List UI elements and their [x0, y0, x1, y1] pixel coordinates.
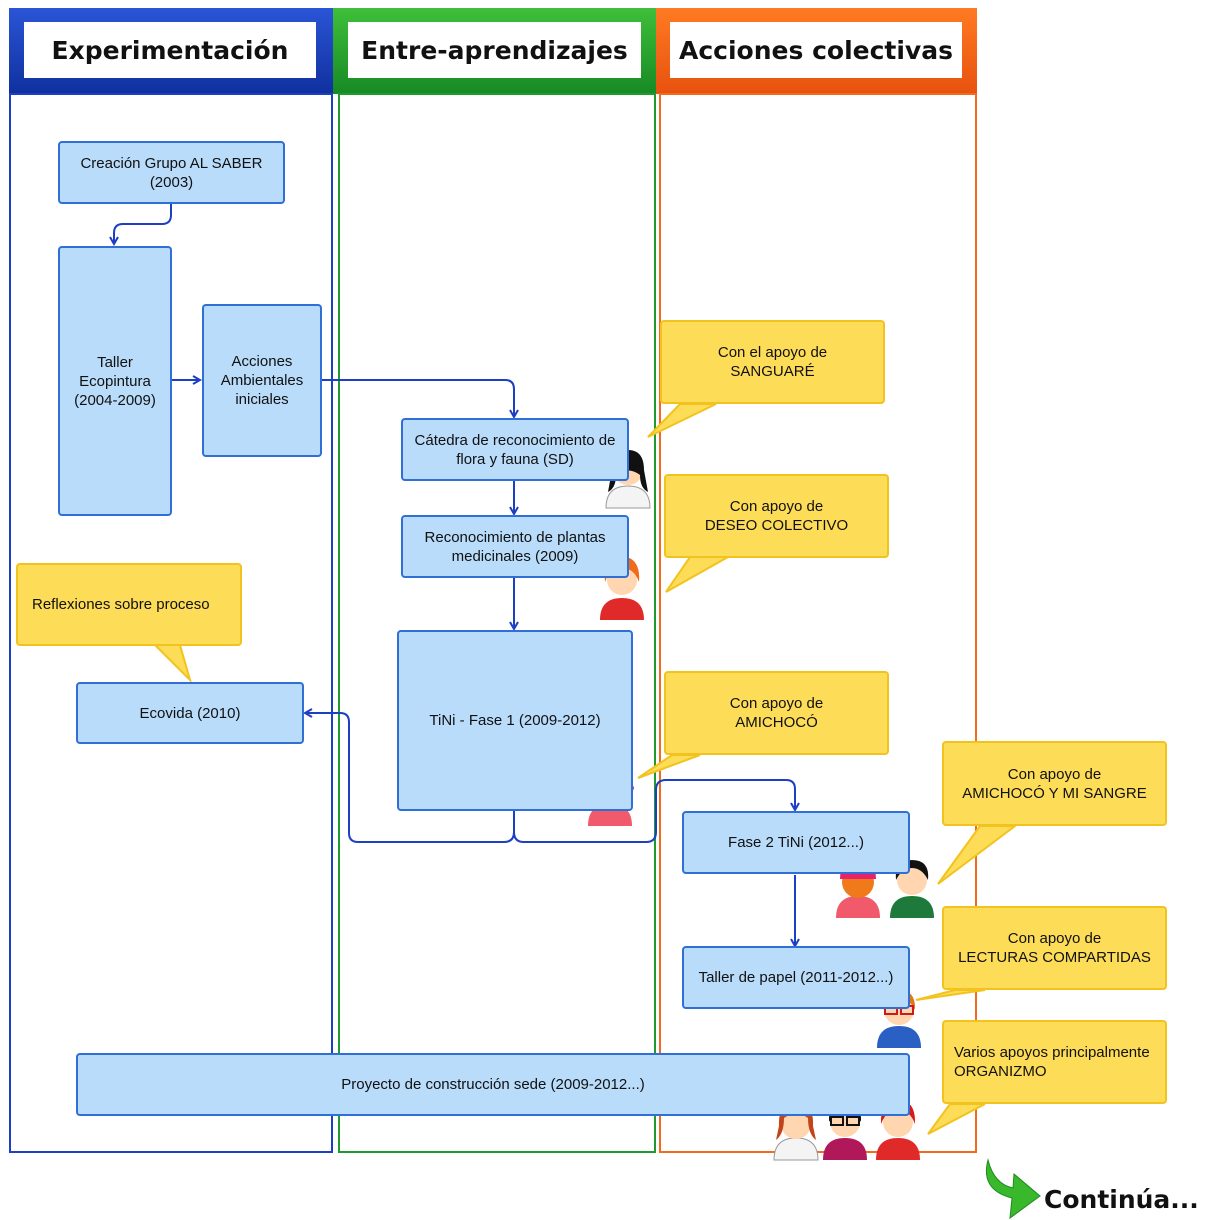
tail-sanguare	[647, 403, 717, 438]
box-taller-ecopintura-text: Taller Ecopintura (2004-2009)	[74, 353, 156, 409]
connector-acciones-catedra	[322, 379, 514, 417]
box-taller-papel-text: Taller de papel (2011-2012...)	[698, 969, 894, 986]
note-amichoco-mi-sangre-text: Con apoyo de AMICHOCÓ Y MI SANGRE	[962, 765, 1147, 802]
box-creacion-grupo-text: Creación Grupo AL SABER (2003)	[80, 154, 263, 191]
box-creacion-grupo: Creación Grupo AL SABER (2003)	[58, 141, 285, 204]
box-ecovida: Ecovida (2010)	[76, 682, 304, 744]
callout-tails	[152, 403, 1018, 1135]
note-organizmo-text: Varios apoyos principalmente ORGANIZMO	[954, 1044, 1150, 1080]
box-acciones-ambientales: Acciones Ambientales iniciales	[202, 304, 322, 457]
lane-title-entre-aprendizajes: Entre-aprendizajes	[348, 22, 641, 78]
box-catedra: Cátedra de reconocimiento de flora y fau…	[401, 418, 629, 481]
box-ecovida-text: Ecovida (2010)	[139, 704, 241, 722]
note-deseo-colectivo: Con apoyo de DESEO COLECTIVO	[664, 474, 889, 558]
box-tini-fase1: TiNi - Fase 1 (2009-2012)	[397, 630, 633, 811]
tail-amichoco	[637, 754, 701, 779]
box-taller-ecopintura: Taller Ecopintura (2004-2009)	[58, 246, 172, 516]
note-lecturas-compartidas: Con apoyo de LECTURAS COMPARTIDAS	[942, 906, 1167, 990]
box-plantas-medicinales-text: Reconocimiento de plantas medicinales (2…	[424, 528, 606, 565]
lane-title-experimentacion: Experimentación	[24, 22, 316, 78]
box-catedra-text: Cátedra de reconocimiento de flora y fau…	[414, 431, 616, 468]
connectors	[114, 204, 795, 946]
box-acciones-ambientales-text: Acciones Ambientales iniciales	[220, 353, 304, 408]
note-reflexiones: Reflexiones sobre proceso	[16, 563, 242, 646]
box-fase2-tini: Fase 2 TiNi (2012...)	[682, 811, 910, 874]
note-amichoco: Con apoyo de AMICHOCÓ	[664, 671, 889, 755]
note-sanguare-text: Con el apoyo de SANGUARÉ	[717, 344, 828, 380]
box-fase2-tini-text: Fase 2 TiNi (2012...)	[728, 834, 864, 851]
note-sanguare: Con el apoyo de SANGUARÉ	[660, 320, 885, 404]
box-proyecto-sede: Proyecto de construcción sede (2009-2012…	[76, 1053, 910, 1116]
connector-tini1-fase2	[513, 779, 795, 843]
connector-creacion-taller	[114, 204, 172, 244]
note-lecturas-compartidas-text: Con apoyo de LECTURAS COMPARTIDAS	[958, 930, 1151, 966]
tail-deseo	[665, 556, 732, 593]
continua-label: Continúa...	[1044, 1185, 1199, 1214]
note-organizmo: Varios apoyos principalmente ORGANIZMO	[942, 1020, 1167, 1104]
tail-lecturas	[915, 989, 986, 1001]
box-plantas-medicinales: Reconocimiento de plantas medicinales (2…	[401, 515, 629, 578]
continue-arrow-icon	[986, 1158, 1041, 1220]
box-proyecto-sede-text: Proyecto de construcción sede (2009-2012…	[341, 1076, 645, 1093]
box-taller-papel: Taller de papel (2011-2012...)	[682, 946, 910, 1009]
note-amichoco-text: Con apoyo de AMICHOCÓ	[729, 695, 824, 731]
tail-organizmo	[927, 1103, 986, 1135]
tail-amichoco-sangre	[937, 825, 1018, 885]
note-reflexiones-text: Reflexiones sobre proceso	[32, 596, 210, 613]
connector-tini1-ecovida	[305, 713, 515, 843]
tail-reflexiones	[152, 644, 193, 684]
lane-border-acciones	[659, 93, 977, 1153]
lane-title-acciones-colectivas: Acciones colectivas	[670, 22, 962, 78]
note-amichoco-mi-sangre: Con apoyo de AMICHOCÓ Y MI SANGRE	[942, 741, 1167, 826]
note-deseo-colectivo-text: Con apoyo de DESEO COLECTIVO	[704, 498, 849, 534]
box-tini-fase1-text: TiNi - Fase 1 (2009-2012)	[429, 712, 601, 729]
lane-border-experimentacion	[9, 93, 333, 1153]
lane-border-entre	[338, 93, 656, 1153]
